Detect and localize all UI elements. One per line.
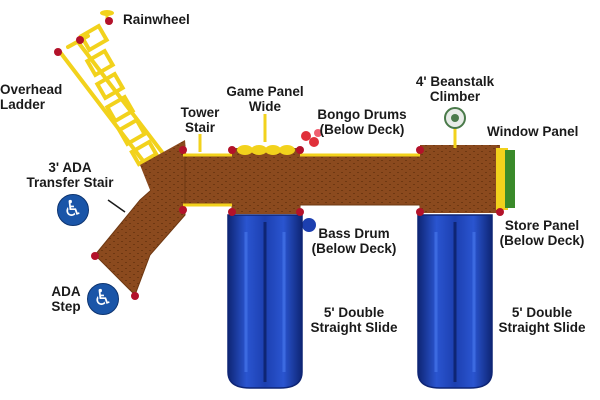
label-tower-stair: Tower Stair bbox=[176, 105, 224, 135]
slide-left bbox=[227, 214, 303, 389]
label-slide-right: 5' Double Straight Slide bbox=[490, 305, 594, 335]
label-game-panel-line2: Wide bbox=[248, 99, 282, 114]
label-slide-left-line2: Straight Slide bbox=[310, 320, 398, 335]
bass-drum bbox=[302, 218, 316, 232]
label-ada-step-line1: ADA bbox=[51, 284, 81, 299]
transfer-stair-leader bbox=[107, 199, 126, 213]
slide-right bbox=[417, 214, 493, 389]
label-bass-drum: Bass Drum (Below Deck) bbox=[310, 226, 398, 256]
label-rainwheel: Rainwheel bbox=[123, 12, 190, 27]
rainwheel bbox=[100, 10, 114, 25]
post-connectors bbox=[91, 146, 504, 300]
label-game-panel: Game Panel Wide bbox=[218, 84, 312, 114]
label-bass-drum-line2: (Below Deck) bbox=[311, 241, 397, 256]
label-bongo-drums: Bongo Drums (Below Deck) bbox=[314, 107, 410, 137]
deck-rails bbox=[183, 153, 420, 207]
ada-accessible-icon-transfer: ♿ bbox=[57, 194, 89, 226]
label-ada-transfer-stair: 3' ADA Transfer Stair bbox=[10, 160, 130, 190]
label-store-panel-line1: Store Panel bbox=[504, 218, 580, 233]
bongo-drums bbox=[301, 129, 322, 147]
label-tower-stair-line1: Tower bbox=[180, 105, 220, 120]
leader-lines bbox=[198, 114, 267, 152]
beanstalk-climber bbox=[444, 107, 466, 148]
label-game-panel-line1: Game Panel bbox=[226, 84, 304, 99]
label-beanstalk-climber-line2: Climber bbox=[429, 89, 481, 104]
label-beanstalk-climber-line1: 4' Beanstalk bbox=[415, 74, 495, 89]
label-ada-step-line2: Step bbox=[51, 299, 81, 314]
label-ada-transfer-stair-line2: Transfer Stair bbox=[26, 175, 114, 190]
wheelchair-icon: ♿ bbox=[63, 197, 83, 222]
label-overhead-ladder-line1: Overhead bbox=[0, 82, 63, 97]
overhead-ladder bbox=[58, 23, 170, 172]
ada-accessible-icon-step: ♿ bbox=[87, 283, 119, 315]
label-slide-right-line2: Straight Slide bbox=[498, 320, 586, 335]
ladder-connector bbox=[76, 36, 84, 44]
game-panel bbox=[237, 145, 295, 155]
label-store-panel-line2: (Below Deck) bbox=[499, 233, 585, 248]
label-bongo-drums-line2: (Below Deck) bbox=[319, 122, 405, 137]
label-bass-drum-line1: Bass Drum bbox=[318, 226, 390, 241]
main-deck bbox=[184, 145, 501, 214]
label-tower-stair-line2: Stair bbox=[184, 120, 215, 135]
label-slide-right-line1: 5' Double bbox=[511, 305, 573, 320]
label-beanstalk-climber: 4' Beanstalk Climber bbox=[410, 74, 500, 104]
wheelchair-icon: ♿ bbox=[93, 286, 113, 311]
ladder-connector bbox=[54, 48, 62, 56]
label-overhead-ladder-line2: Ladder bbox=[0, 97, 46, 112]
label-overhead-ladder: Overhead Ladder bbox=[0, 82, 62, 112]
label-store-panel: Store Panel (Below Deck) bbox=[494, 218, 590, 248]
label-bongo-drums-line1: Bongo Drums bbox=[317, 107, 407, 122]
label-ada-transfer-stair-line1: 3' ADA bbox=[48, 160, 92, 175]
label-ada-step: ADA Step bbox=[46, 284, 86, 314]
window-panel bbox=[496, 148, 515, 210]
label-slide-left-line1: 5' Double bbox=[323, 305, 385, 320]
label-slide-left: 5' Double Straight Slide bbox=[302, 305, 406, 335]
label-window-panel: Window Panel bbox=[487, 124, 579, 139]
